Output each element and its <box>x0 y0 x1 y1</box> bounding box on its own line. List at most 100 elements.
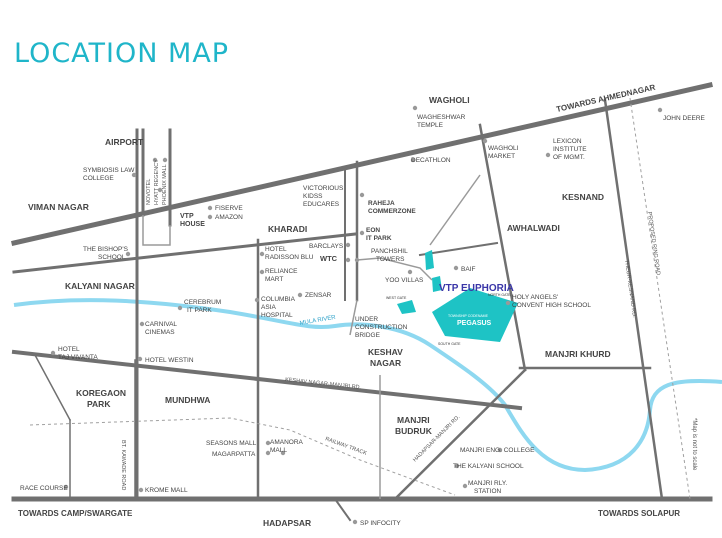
landmark-bishops-1: THE BISHOP'S <box>83 246 129 253</box>
landmark-under-const-2: CONSTRUCTION <box>355 324 408 331</box>
landmark-amanora-2: MALL <box>270 447 287 454</box>
landmark-radisson-2: RADISSON BLU <box>265 254 314 261</box>
road-kesnand <box>603 98 664 501</box>
road-bridge <box>349 299 358 336</box>
road-keshav-nagar <box>11 349 523 411</box>
area-koregaon-2: PARK <box>87 399 111 409</box>
landmark-yoo-villas: YOO VILLAS <box>385 277 424 284</box>
landmark-under-const-1: UNDER <box>355 316 378 323</box>
landmark-columbia-2: ASIA <box>261 304 276 311</box>
area-koregaon-1: KOREGAON <box>76 388 126 398</box>
road-hadapsar-south <box>333 497 352 522</box>
landmark-hotel-westin: HOTEL WESTIN <box>145 357 194 364</box>
pegasus-label: PEGASUS <box>457 320 492 327</box>
road-gray-diagonal <box>429 174 481 246</box>
landmark-manjri-eng: MANJRI ENG. COLLEGE <box>460 447 535 454</box>
label-railway-track: RAILWAY TRACK <box>324 436 367 457</box>
landmark-zensar: ZENSAR <box>305 292 332 299</box>
landmark-bishops-2: SCHOOL <box>98 254 126 261</box>
area-manjri-budruk-2: BUDRUK <box>395 426 433 436</box>
landmark-victorious-3: EDUCARES <box>303 201 340 208</box>
landmark-symbiosis-2: COLLEGE <box>83 175 114 182</box>
south-gate-label: SOUTH GATE <box>438 342 461 346</box>
road-eon-link <box>356 257 433 281</box>
landmark-columbia-3: HOSPITAL <box>261 312 293 319</box>
landmark-holy-angels-2: CONVENT HIGH SCHOOL <box>512 302 591 309</box>
label-bt-kawade: BT. KAWADE ROAD <box>120 440 126 490</box>
landmark-carnival-2: CINEMAS <box>145 329 175 336</box>
label-proposed-ring: PROPOSED RING ROAD <box>646 211 661 275</box>
area-airport: AIRPORT <box>105 137 144 147</box>
road-ahmednagar <box>11 82 713 246</box>
road-wagholi-link <box>478 123 527 372</box>
landmark-reliance-1: RELIANCE <box>265 268 298 275</box>
landmark-kalyani-school: THE KALYANI SCHOOL <box>453 463 524 470</box>
landmark-phoenix: PHOENIX MALL <box>162 164 168 205</box>
pegasus-subtitle: TOWNSHIP CODENAME <box>448 314 489 318</box>
landmark-raheja-2: COMMERZONE <box>368 208 416 215</box>
area-wagholi: WAGHOLI <box>429 95 470 105</box>
landmark-taj-1: HOTEL <box>58 346 80 353</box>
pegasus-township <box>432 288 518 342</box>
road-vtp-house-loop <box>142 215 171 246</box>
area-keshav-2: NAGAR <box>370 358 401 368</box>
landmark-wagholi-market-1: WAGHOLI <box>488 145 519 152</box>
landmark-lexicon-3: OF MGMT. <box>553 154 585 161</box>
landmark-lexicon-2: INSTITUTE <box>553 146 587 153</box>
area-kharadi: KHARADI <box>268 224 307 234</box>
landmark-amazon: AMAZON <box>215 214 243 221</box>
area-manjri-khurd: MANJRI KHURD <box>545 349 611 359</box>
west-gate-parcel <box>397 300 416 314</box>
landmark-wtc: WTC <box>320 254 338 263</box>
proposed-ring-road <box>629 97 691 500</box>
area-viman-nagar: VIMAN NAGAR <box>28 202 89 212</box>
landmark-symbiosis-1: SYMBIOSIS LAW <box>83 167 135 174</box>
label-keshav-road: KESHAV NAGAR-MANJRI RD. <box>285 377 362 391</box>
towards-solapur: TOWARDS SOLAPUR <box>598 509 680 518</box>
area-keshav-1: KESHAV <box>368 347 403 357</box>
landmark-amanora-1: AMANORA <box>270 439 304 446</box>
area-hadapsar: HADAPSAR <box>263 518 311 528</box>
landmark-manjri-rly-2: STATION <box>474 488 502 495</box>
landmark-victorious-1: VICTORIOUS <box>303 185 344 192</box>
landmark-novotel: NOVOTEL <box>146 179 152 205</box>
landmark-taj-2: TAJ VIVANTA <box>58 354 98 361</box>
landmark-hyatt: HYATT REGENCY <box>154 159 160 205</box>
landmark-vtp-house-2: HOUSE <box>180 221 205 228</box>
mula-river <box>13 298 722 473</box>
landmark-cerebrum-2: IT PARK <box>187 307 212 314</box>
landmark-columbia-1: COLUMBIA <box>261 296 296 303</box>
road-taj <box>33 353 72 422</box>
west-gate-label: WEST GATE <box>386 296 407 300</box>
landmark-decathlon: DECATHLON <box>411 157 451 164</box>
landmark-wagholi-market-2: MARKET <box>488 153 515 160</box>
euphoria-parcel <box>432 276 442 292</box>
landmark-radisson-1: HOTEL <box>265 246 287 253</box>
north-gate-label: NORTH GATE <box>488 293 511 297</box>
landmark-raheja-1: RAHEJA <box>368 200 395 207</box>
landmark-eon-1: EON <box>366 227 380 234</box>
landmark-race-course: RACE COURSE <box>20 485 68 492</box>
project-name: VTP EUPHORIA <box>439 283 514 294</box>
landmark-panchshil-1: PANCHSHIL <box>371 248 408 255</box>
area-kesnand: KESNAND <box>562 192 604 202</box>
landmark-carnival-1: CARNIVAL <box>145 321 177 328</box>
landmark-barclays: BARCLAYS <box>309 243 344 250</box>
road-kt-1 <box>302 240 303 499</box>
landmark-baif: BAIF <box>461 266 475 273</box>
page-title: LOCATION MAP <box>14 38 230 69</box>
vtp-euphoria-project <box>397 250 518 342</box>
road-manjri-link <box>393 368 527 501</box>
label-thur-kesnand: THEUR-KESNAND RD. <box>623 259 637 318</box>
landmark-reliance-2: MART <box>265 276 283 283</box>
landmark-fiserve: FISERVE <box>215 205 243 212</box>
landmark-wagheshwar-2: TEMPLE <box>417 122 444 129</box>
landmark-eon-2: IT PARK <box>366 235 392 242</box>
landmark-panchshil-2: TOWERS <box>376 256 405 263</box>
landmark-sp-infocity: SP INFOCITY <box>360 520 401 527</box>
landmark-cerebrum-1: CEREBRUM <box>184 299 221 306</box>
landmark-seasons-mall: SEASONS MALL <box>206 440 257 447</box>
landmark-magarpatta: MAGARPATTA <box>212 451 256 458</box>
landmark-manjri-rly-1: MANJRI RLY. <box>468 480 507 487</box>
